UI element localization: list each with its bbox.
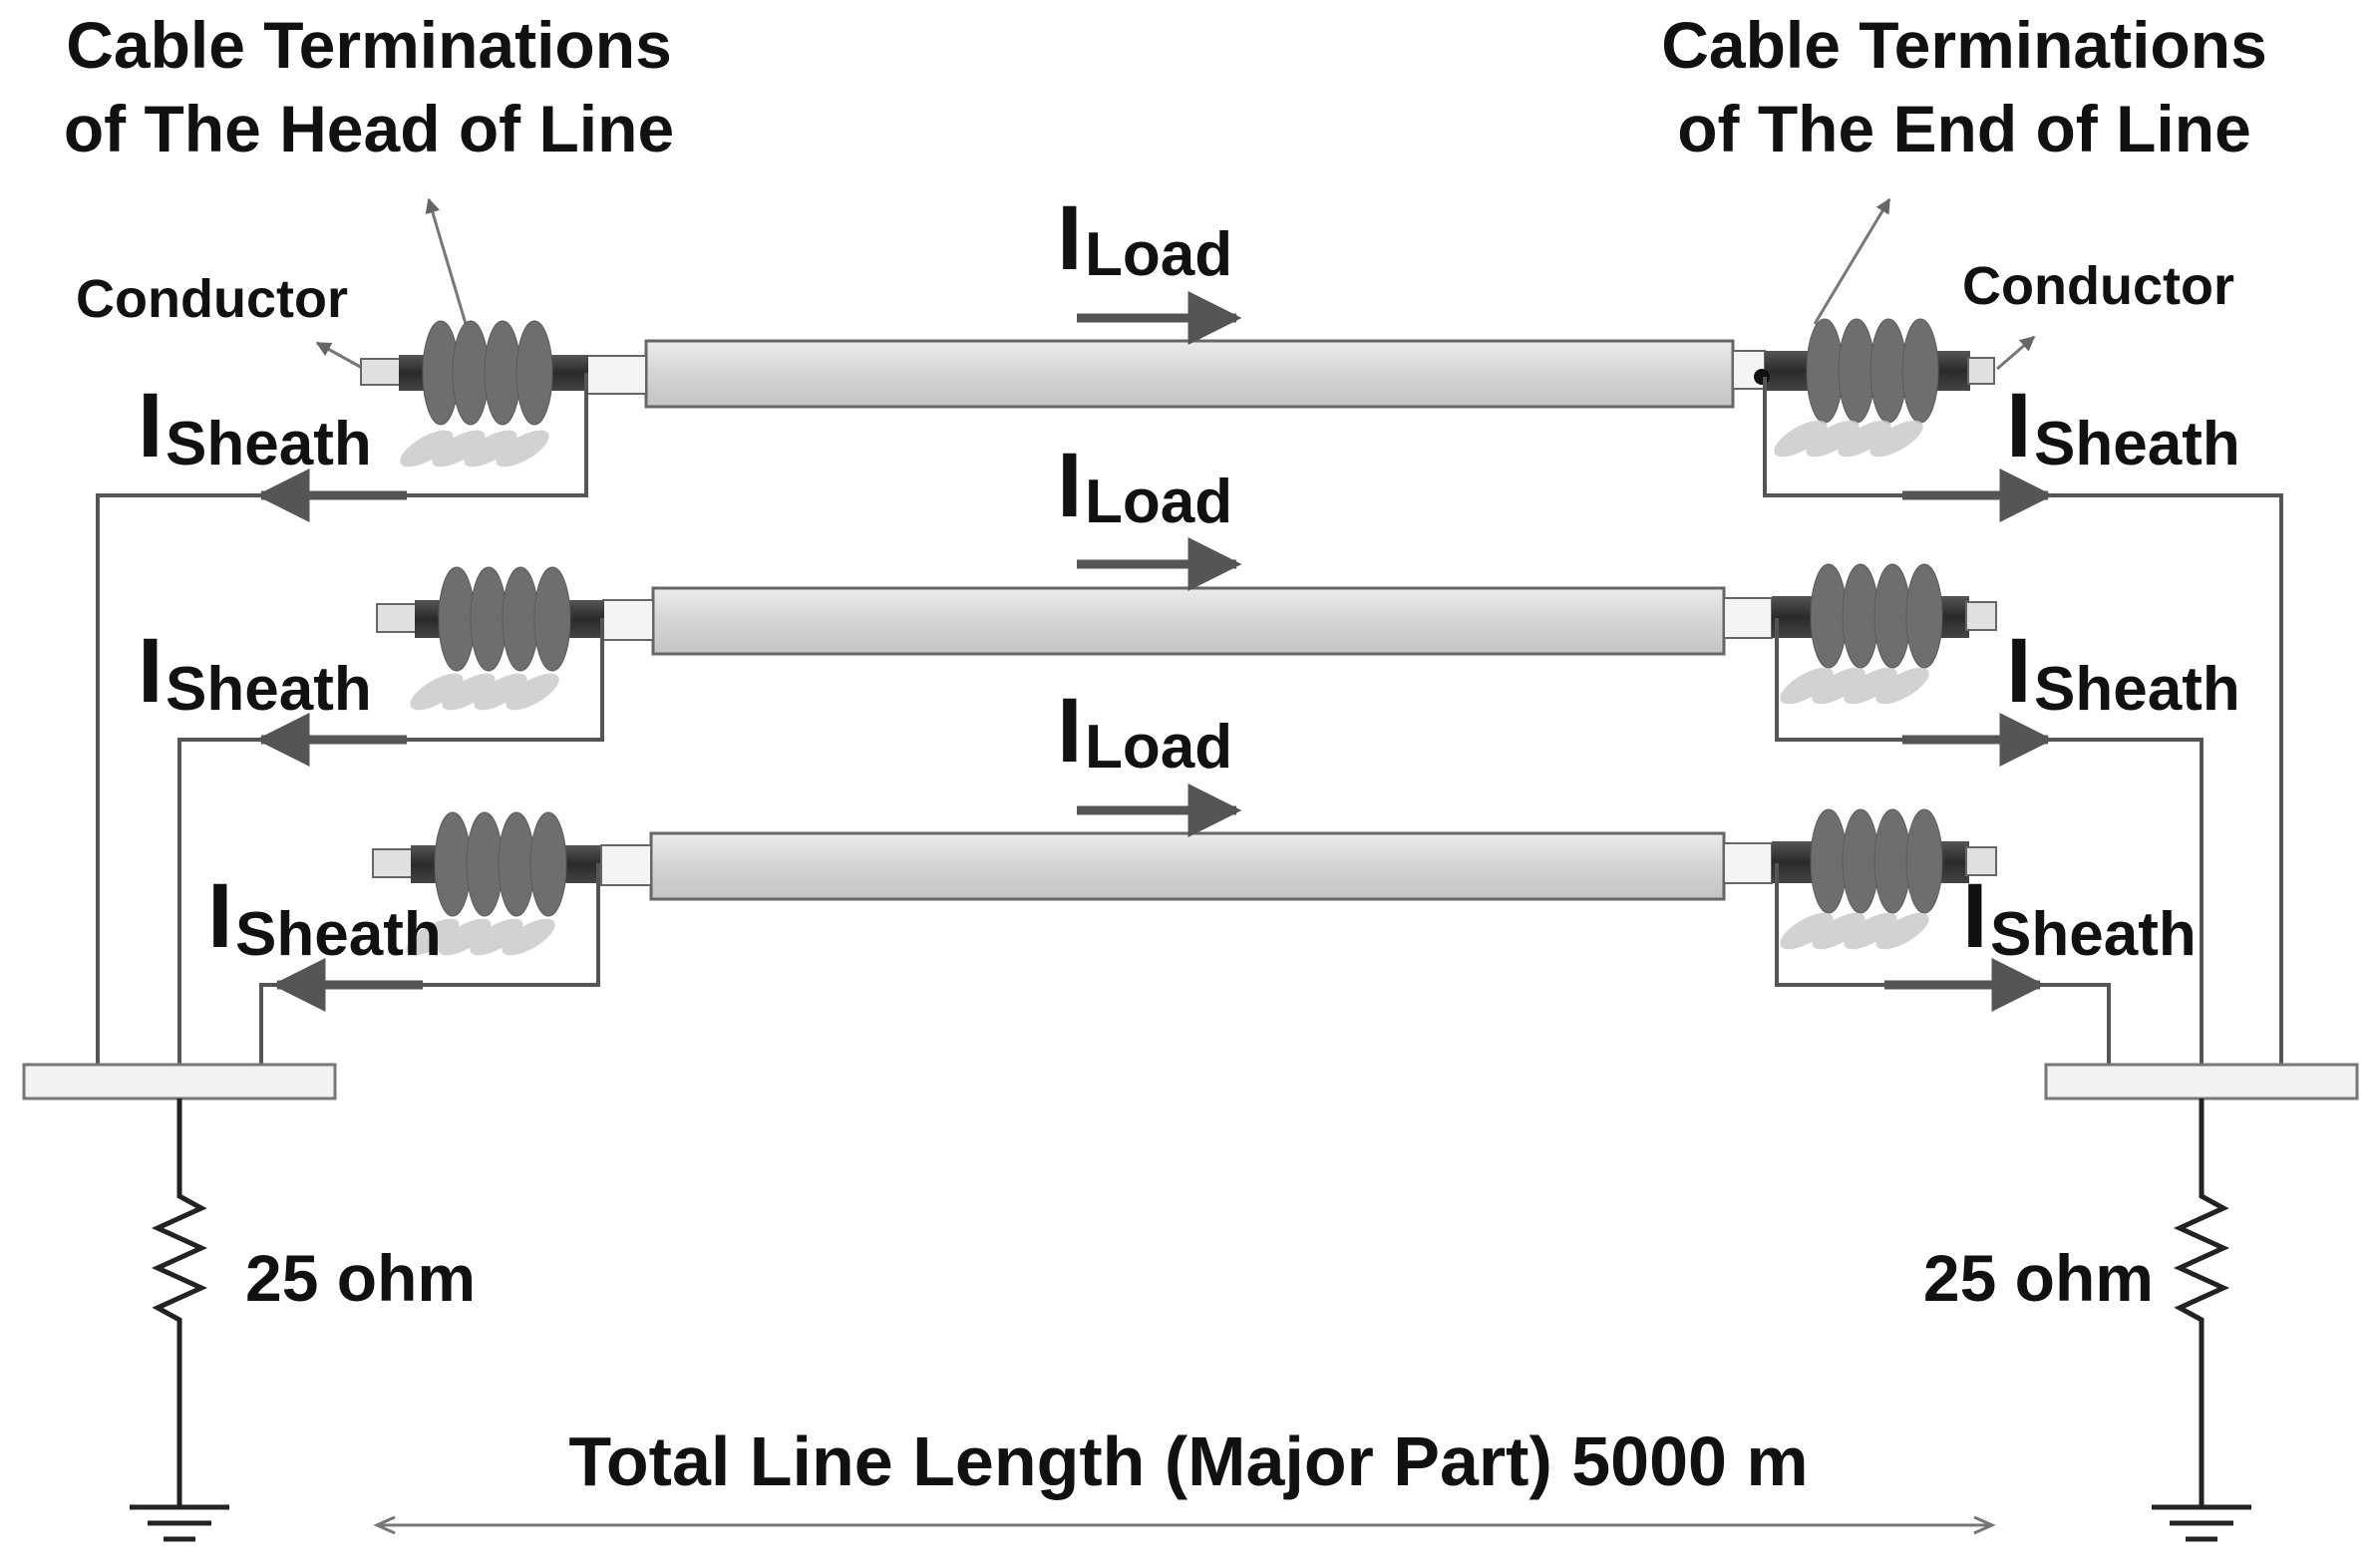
sheath-current-label-left-3: I Sheath — [207, 865, 442, 969]
sheath-current-label-right-2: I Sheath — [2006, 620, 2240, 724]
shed-shadow-left — [410, 673, 559, 711]
conductor-tip-left — [376, 603, 418, 633]
cable-stub-right — [1723, 597, 1773, 639]
sheath-current-label-right-3: I Sheath — [1962, 865, 2197, 969]
svg-text:Load: Load — [1085, 468, 1232, 536]
conductor-pointer-left — [315, 341, 365, 371]
conductor-tip-right — [1965, 846, 1997, 876]
insulator-sheds-right — [1810, 808, 1943, 914]
cable-stub-left — [600, 844, 652, 886]
insulator-sheds-left — [438, 566, 571, 672]
resistor-left — [151, 1098, 208, 1505]
joint-dot-right — [1754, 369, 1770, 385]
svg-text:I: I — [2006, 620, 2032, 722]
insulator-sheds-right — [1806, 318, 1939, 424]
load-current-label-2: I Load — [1057, 435, 1232, 536]
load-current-label-3: I Load — [1057, 680, 1232, 782]
cable-body — [651, 586, 1726, 656]
cable-phase-1 — [96, 291, 2283, 1065]
shed-shadow-right — [1774, 420, 1923, 458]
cable-stub-left — [585, 355, 647, 395]
cable-body — [649, 831, 1726, 901]
sheath-wire-left — [259, 863, 600, 1065]
cable-body — [644, 339, 1735, 409]
sheath-current-label-left-2: I Sheath — [138, 620, 372, 724]
svg-text:I: I — [138, 620, 164, 722]
insulator-sheds-left — [422, 320, 553, 426]
total-line-length-label: Total Line Length (Major Part) 5000 m — [568, 1422, 1808, 1500]
head-termination-title-line2: of The Head of Line — [64, 92, 674, 165]
svg-text:I: I — [1057, 435, 1083, 536]
resistor-value-left: 25 ohm — [245, 1241, 476, 1315]
cable-stub-right — [1723, 842, 1773, 884]
conductor-label-right: Conductor — [1962, 256, 2234, 316]
svg-text:Load: Load — [1085, 220, 1232, 289]
head-title-pointer — [425, 197, 471, 335]
resistor-value-right: 25 ohm — [1923, 1241, 2154, 1315]
svg-text:Sheath: Sheath — [2034, 655, 2240, 724]
resistor-right — [2173, 1098, 2230, 1505]
total-length-dimension-arrow — [373, 1515, 1996, 1535]
conductor-tip-left — [372, 848, 414, 878]
ground-symbol-left — [130, 1504, 229, 1542]
conductor-pointer-right — [1996, 335, 2036, 371]
insulator-sheds-right — [1810, 563, 1943, 669]
ground-bus-bar-right — [2044, 1063, 2359, 1100]
svg-text:Sheath: Sheath — [166, 655, 372, 724]
ground-symbol-right — [2152, 1504, 2251, 1542]
shed-shadow-left — [400, 430, 549, 468]
cable-phase-2 — [177, 537, 2204, 1065]
sheath-current-label-right-1: I Sheath — [2006, 375, 2240, 478]
conductor-label-left: Conductor — [76, 269, 348, 329]
shed-shadow-left — [406, 918, 555, 956]
head-termination-title-line1: Cable Terminations — [66, 8, 672, 82]
svg-text:I: I — [1057, 680, 1083, 782]
end-title-pointer — [1813, 197, 1891, 325]
svg-text:Sheath: Sheath — [235, 900, 442, 969]
cable-phase-3 — [259, 784, 2111, 1065]
cable-stub-left — [602, 599, 654, 641]
conductor-tip-left — [360, 358, 402, 386]
svg-text:I: I — [1057, 187, 1083, 289]
end-termination-title-line1: Cable Terminations — [1661, 8, 2267, 82]
conductor-tip-right — [1965, 601, 1997, 631]
svg-text:Sheath: Sheath — [1990, 900, 2197, 969]
ground-bus-bar-left — [22, 1063, 337, 1100]
svg-text:Sheath: Sheath — [2034, 410, 2240, 478]
insulator-sheds-left — [434, 811, 567, 917]
sheath-current-label-left-1: I Sheath — [138, 375, 372, 478]
svg-text:I: I — [2006, 375, 2032, 476]
svg-text:I: I — [138, 375, 164, 476]
conductor-tip-right — [1967, 357, 1995, 385]
load-current-label-1: I Load — [1057, 187, 1232, 289]
svg-text:I: I — [1962, 865, 1988, 967]
end-termination-title-line2: of The End of Line — [1677, 92, 2251, 165]
shed-shadow-right — [1780, 912, 1929, 950]
svg-text:Load: Load — [1085, 713, 1232, 782]
svg-text:Sheath: Sheath — [166, 410, 372, 478]
svg-text:I: I — [207, 865, 233, 967]
shed-shadow-right — [1780, 667, 1929, 705]
